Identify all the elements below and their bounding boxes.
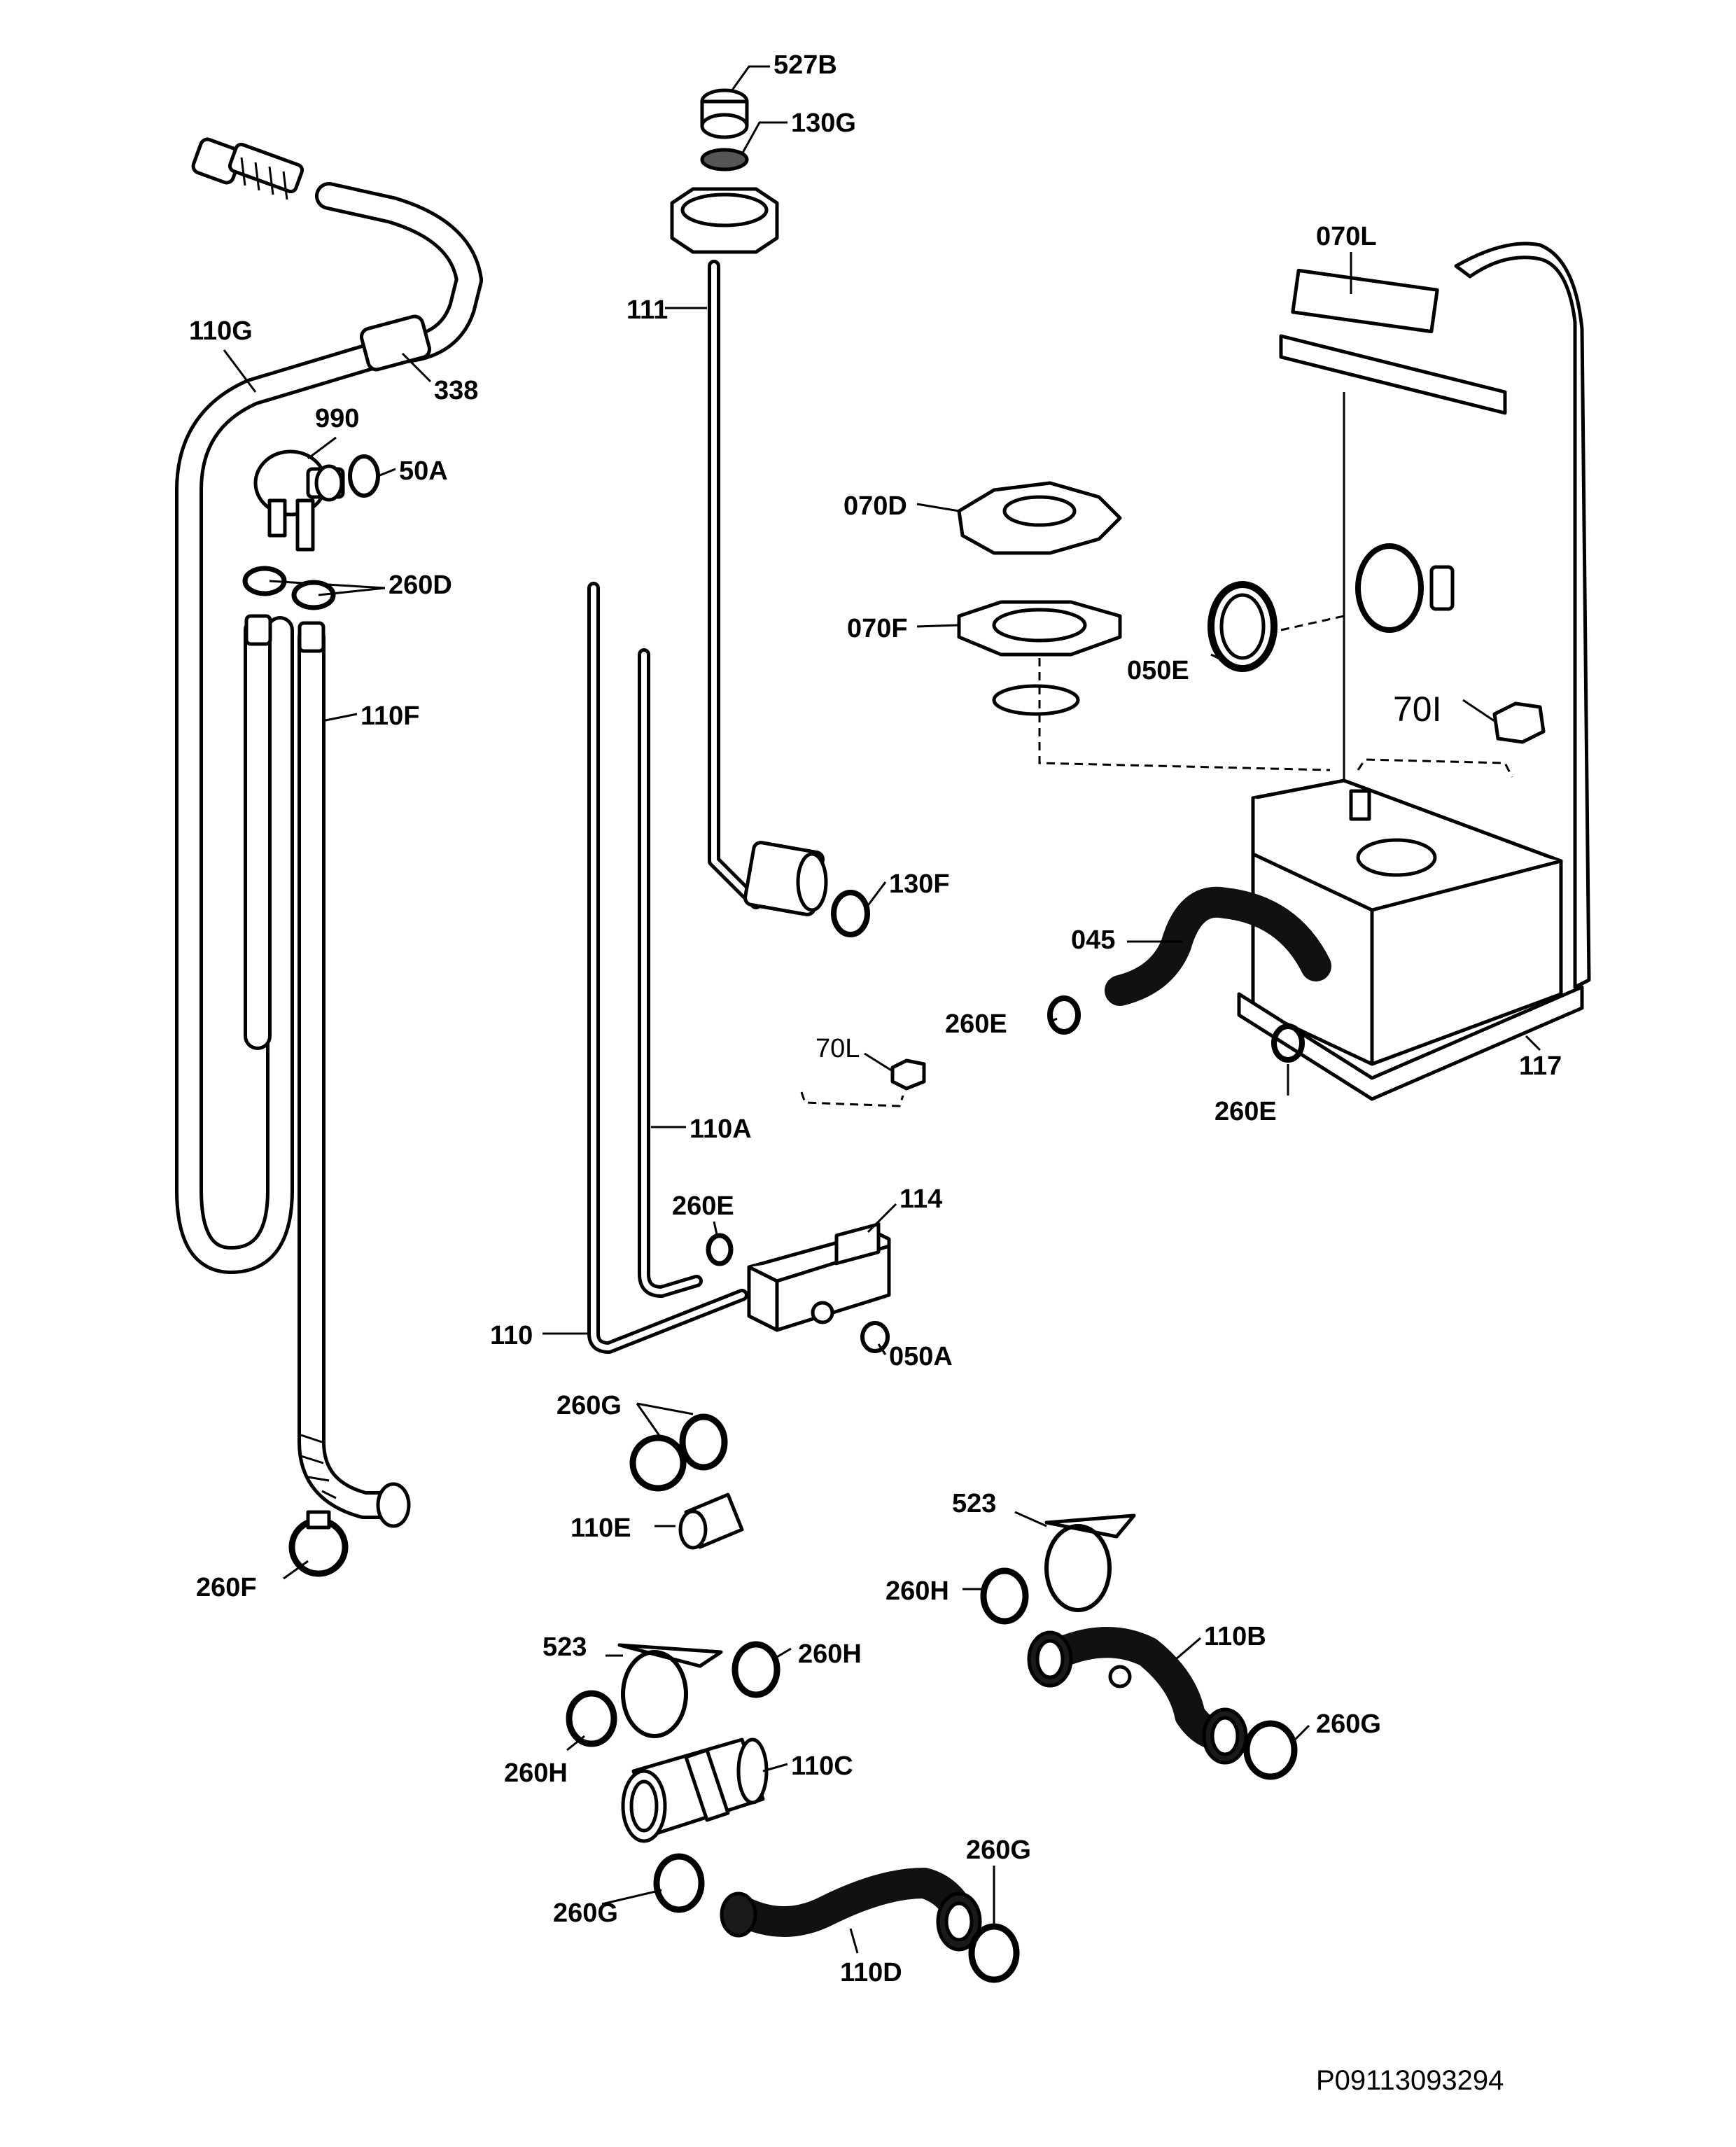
label-523-2: 523 [542,1632,587,1662]
nut-70i [1357,701,1546,778]
clamp-260e-small [706,1233,734,1266]
clamp-260h-1 [980,1567,1029,1625]
hose-045 [1105,886,1331,1006]
washer-130g [700,148,749,172]
o-ring-50a [348,454,380,498]
clamp-260e-2 [1271,1023,1305,1063]
label-523-1: 523 [952,1489,996,1518]
label-070f: 070F [847,614,908,643]
valve-block-114 [747,1222,891,1332]
back-panel [1343,242,1591,989]
label-110a: 110A [690,1114,752,1144]
pipe-110a [638,648,703,1298]
label-045: 045 [1071,925,1115,955]
elbow-110b [1027,1627,1248,1765]
label-110b: 110B [1204,1622,1266,1651]
label-110: 110 [490,1321,533,1350]
pipe-111 [670,187,828,916]
part-labels: 527B 130G 111 070L 110G 338 990 50A 260D… [189,50,1562,2096]
label-110f: 110F [360,701,420,731]
ring-070f [957,600,1122,716]
clamps-260g-pair [629,1413,728,1492]
label-50a: 50A [399,456,448,486]
label-114: 114 [899,1184,942,1214]
label-70l: 70L [816,1034,860,1063]
clamps-260d [242,566,336,610]
label-050a: 050A [889,1342,953,1371]
bracket-070l [1279,268,1507,415]
label-260d: 260D [388,571,452,600]
hose-connector-nozzle [191,137,304,200]
bracket-523-left [617,1643,723,1738]
label-070l: 070L [1316,222,1377,251]
label-110g: 110G [189,316,253,346]
cap-527b [700,88,749,139]
label-260e-2: 260E [1214,1097,1277,1126]
leader-lines [223,65,1541,1954]
nut-070d [957,481,1122,555]
label-260f: 260F [196,1573,257,1602]
seal-050e [1208,543,1455,672]
bottom-fittings [566,1513,1298,1983]
label-130f: 130F [889,869,950,899]
tank-assembly [957,242,1591,1101]
label-110c: 110C [791,1751,853,1781]
clamp-260h-3 [566,1690,617,1747]
clamp-260g-bottom-right [968,1923,1020,1983]
label-70i: 70I [1393,690,1442,729]
label-070d: 070D [844,491,907,521]
label-050e: 050E [1127,656,1189,685]
inlet-hose-assembly [175,137,483,1577]
label-111: 111 [626,295,668,325]
clamp-260g-right [1243,1720,1298,1780]
label-260e-1: 260E [945,1009,1007,1039]
center-assembly [587,88,926,1550]
label-260g-2: 260G [1316,1709,1381,1739]
label-110d: 110D [840,1958,902,1987]
valve-990 [253,449,345,552]
label-260g-1: 260G [556,1391,622,1420]
label-260g-4: 260G [966,1835,1031,1865]
pipe-110 [587,582,748,1354]
hose-110f [244,614,411,1528]
label-990: 990 [315,404,359,433]
clamp-260g-bottom [653,1853,705,1913]
label-260g-3: 260G [553,1898,618,1928]
label-338: 338 [434,376,478,405]
clamp-260h-2 [732,1641,780,1698]
clamp-260e-1 [1047,995,1081,1035]
connector-110c [621,1737,769,1843]
label-260h-3: 260H [504,1758,568,1788]
label-117: 117 [1519,1051,1562,1081]
clamp-260f [288,1510,349,1577]
label-130g: 130G [791,109,856,138]
coupling-110e [678,1492,744,1550]
o-ring-050a [860,1321,890,1353]
label-260e-3: 260E [672,1191,734,1221]
label-110e: 110E [570,1513,631,1543]
drawing-code: P09113093294 [1316,2065,1504,2096]
hose-110d [720,1868,982,1952]
o-ring-130f [831,890,870,937]
label-260h-1: 260H [886,1576,949,1606]
label-260h-2: 260H [798,1639,862,1669]
bracket-523-right [1044,1513,1136,1612]
label-527b: 527B [774,50,837,80]
hose-110g [175,182,483,1274]
nut-70l [800,1058,926,1107]
tank-117 [1237,778,1584,1101]
